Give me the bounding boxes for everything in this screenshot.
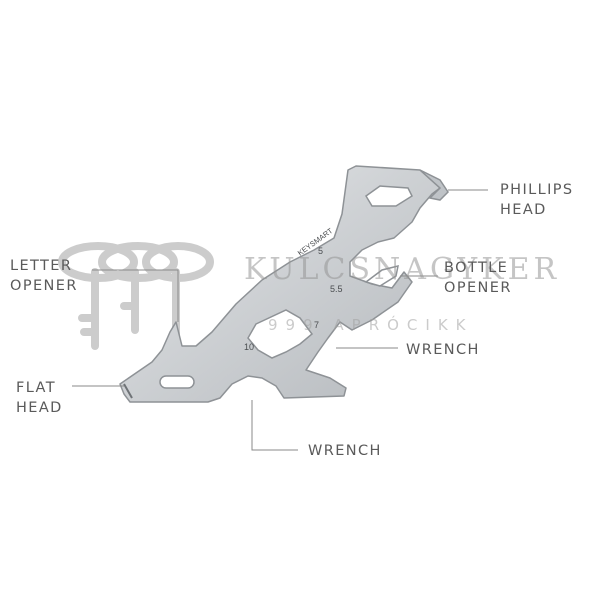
- label-phillips-head: PHILLIPS HEAD: [500, 182, 574, 218]
- watermark-key-logo: [58, 242, 214, 350]
- watermark-name: KULCSNAGYKER: [244, 252, 561, 287]
- label-wrench-upper: WRENCH: [406, 342, 480, 358]
- phillips-tip: [419, 169, 449, 201]
- size-10-engraving: 10: [244, 342, 254, 352]
- size-5-5-engraving: 5.5: [330, 284, 343, 294]
- wrench-cutout: [247, 309, 314, 359]
- label-flat-head: FLAT HEAD: [16, 380, 63, 416]
- leader-letter-opener: [92, 269, 179, 322]
- leader-wrench-lower: [251, 400, 298, 451]
- size-5-engraving: 5: [318, 246, 323, 256]
- bottle-opener-slot: [364, 264, 399, 287]
- triangle-cutout: [365, 185, 413, 207]
- label-wrench-lower: WRENCH: [308, 443, 382, 459]
- flat-head-slot: [159, 375, 195, 389]
- leader-lines: [72, 189, 488, 451]
- label-letter-opener: LETTER OPENER: [10, 258, 78, 294]
- label-bottle-opener: BOTTLE OPENER: [444, 260, 512, 296]
- size-7-engraving: 7: [314, 320, 319, 330]
- tool-body: [119, 165, 441, 403]
- watermark-tagline: 999 APRÓCIKK: [268, 316, 474, 334]
- multitool: [119, 165, 449, 403]
- flat-head-edge: [123, 383, 133, 399]
